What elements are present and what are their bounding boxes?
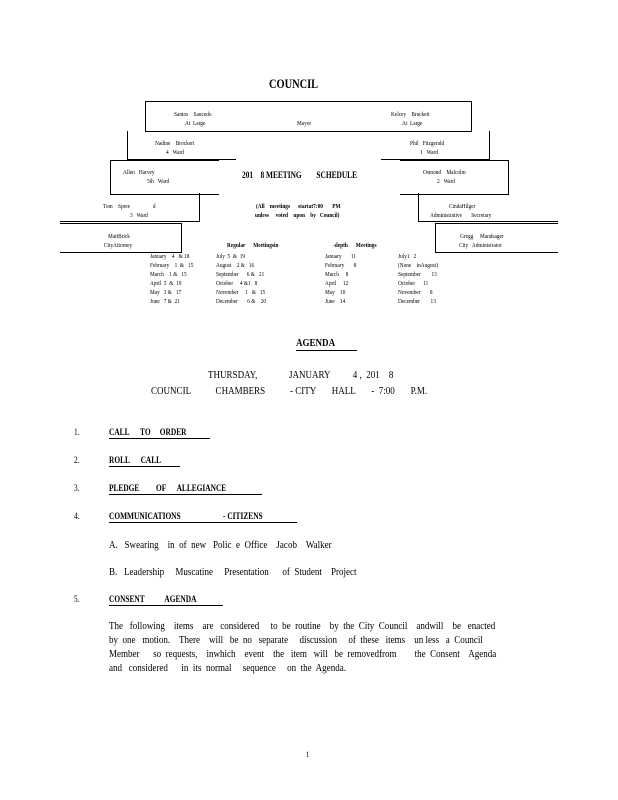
box-left-3	[110, 160, 219, 195]
agenda-item-consent: CONSENT AGENDA	[109, 594, 197, 604]
schedule-date: March 8	[325, 271, 349, 278]
member-kelcey-role: At Large	[402, 120, 423, 127]
member-osmond-role: 2 Ward	[437, 178, 455, 185]
member-osmond-name: Osmond Malcolm	[423, 169, 466, 176]
member-allen-role: 5th Ward	[147, 178, 170, 185]
item-number: 4.	[74, 511, 80, 521]
item-number: 2.	[74, 455, 80, 465]
agenda-place-line: COUNCIL CHAMBERS - CITY HALL - 7:00 P.M.	[151, 385, 428, 397]
page-number: 1	[306, 750, 310, 759]
member-phil-role: 1 Ward	[420, 149, 438, 156]
agenda-item-communications: COMMUNICATIONS - CITIZENS	[109, 511, 263, 521]
depth-meetings-header: -depth Meetings	[333, 242, 377, 249]
schedule-date: September 6 & 21	[216, 271, 265, 278]
schedule-date: December 13	[398, 298, 436, 305]
item-number: 3.	[74, 483, 80, 493]
schedule-date: November 1 & 15	[216, 289, 266, 296]
schedule-date: July 5 & 19	[216, 253, 246, 260]
member-tom-role: 3 Ward	[130, 212, 148, 219]
underline	[109, 466, 180, 467]
agenda-item-call-to-order: CALL TO ORDER	[109, 427, 187, 437]
agenda-heading: AGENDA	[296, 337, 336, 349]
schedule-date: October 11	[398, 280, 429, 287]
box-right-2	[381, 131, 490, 160]
schedule-note-1: (All meetings startat7:00 PM	[256, 203, 341, 210]
item-number: 5.	[74, 594, 80, 604]
schedule-date: November 8	[398, 289, 433, 296]
member-kelcey-name: Kelcey Brackett	[391, 111, 430, 118]
schedule-date: May 3 & 17	[150, 289, 182, 296]
member-matt-name: MattBrick	[108, 233, 130, 240]
member-gregg-role: City Administrator	[459, 242, 502, 249]
schedule-date: December 6 & 20	[216, 298, 267, 305]
consent-line: and considered in its normal sequence on…	[109, 662, 346, 674]
box-right-3	[400, 160, 509, 195]
member-nadine-name: Nadine Brockert	[155, 140, 195, 147]
member-phil-name: Phil Fitzgerald	[410, 140, 445, 147]
schedule-date: September 13	[398, 271, 437, 278]
item-number: 1.	[74, 427, 80, 437]
schedule-date: July1 2	[398, 253, 417, 260]
box-right-5	[435, 223, 558, 253]
member-santos-role: At Large	[185, 120, 206, 127]
top-box	[145, 101, 472, 132]
underline	[109, 522, 297, 523]
consent-line: by one motion. There will be no separate…	[109, 634, 483, 646]
schedule-date: (None inAugust)	[398, 262, 438, 269]
consent-line: Member so requests, inwhich event the it…	[109, 648, 497, 660]
schedule-date: October 4 &1 8	[216, 280, 258, 287]
schedule-date: March 1 & 15	[150, 271, 187, 278]
box-left-4	[60, 193, 200, 222]
member-nadine-role: 4 Ward	[166, 149, 184, 156]
consent-line: The following items are considered to be…	[109, 620, 496, 632]
agenda-item-pledge: PLEDGE OF ALLEGIANCE	[109, 483, 227, 493]
schedule-date: January 4 & 18	[150, 253, 190, 260]
schedule-date: June 14	[325, 298, 346, 305]
sub-item-b: B. Leadership Muscatine Presentation of …	[109, 566, 357, 578]
schedule-note-2: unless voted upon by Council)	[255, 212, 340, 219]
schedule-date: May 10	[325, 289, 346, 296]
schedule-date: April 12	[325, 280, 349, 287]
member-matt-role: CityAttorney	[104, 242, 133, 249]
schedule-date: April 5 & 19	[150, 280, 182, 287]
box-right-4	[418, 193, 558, 222]
agenda-date-line: THURSDAY, JANUARY 4 , 201 8	[208, 369, 394, 381]
member-santos-name: Santos Saucedo	[174, 111, 212, 118]
box-left-2	[127, 131, 236, 160]
schedule-date: February 1 & 15	[150, 262, 194, 269]
schedule-date: January 11	[325, 253, 357, 260]
sub-item-a: A. Swearing in of new Polic e Office Jac…	[109, 539, 332, 551]
agenda-item-roll-call: ROLL CALL	[109, 455, 162, 465]
underline	[109, 605, 223, 606]
box-left-5	[60, 223, 182, 253]
underline	[109, 438, 210, 439]
agenda-heading-underline	[296, 350, 357, 351]
regular-meetings-header: Regular Meetingsin	[227, 242, 279, 249]
member-cinda-name: CindaHilger	[449, 203, 476, 210]
member-tom-name: Tom Spree d	[103, 203, 156, 210]
member-allen-name: Allen Harvey	[123, 169, 155, 176]
underline	[109, 494, 262, 495]
schedule-title: 201 8 MEETING SCHEDULE	[242, 170, 358, 180]
schedule-date: August 2 & 16	[216, 262, 255, 269]
member-gregg-name: Gregg Mandsager	[460, 233, 504, 240]
member-mayor-role: Mayor	[297, 120, 312, 127]
council-title: COUNCIL	[269, 76, 319, 91]
schedule-date: June 7 & 21	[150, 298, 180, 305]
member-cinda-role: Administrative Secretary	[430, 212, 492, 219]
schedule-date: February 8	[325, 262, 357, 269]
